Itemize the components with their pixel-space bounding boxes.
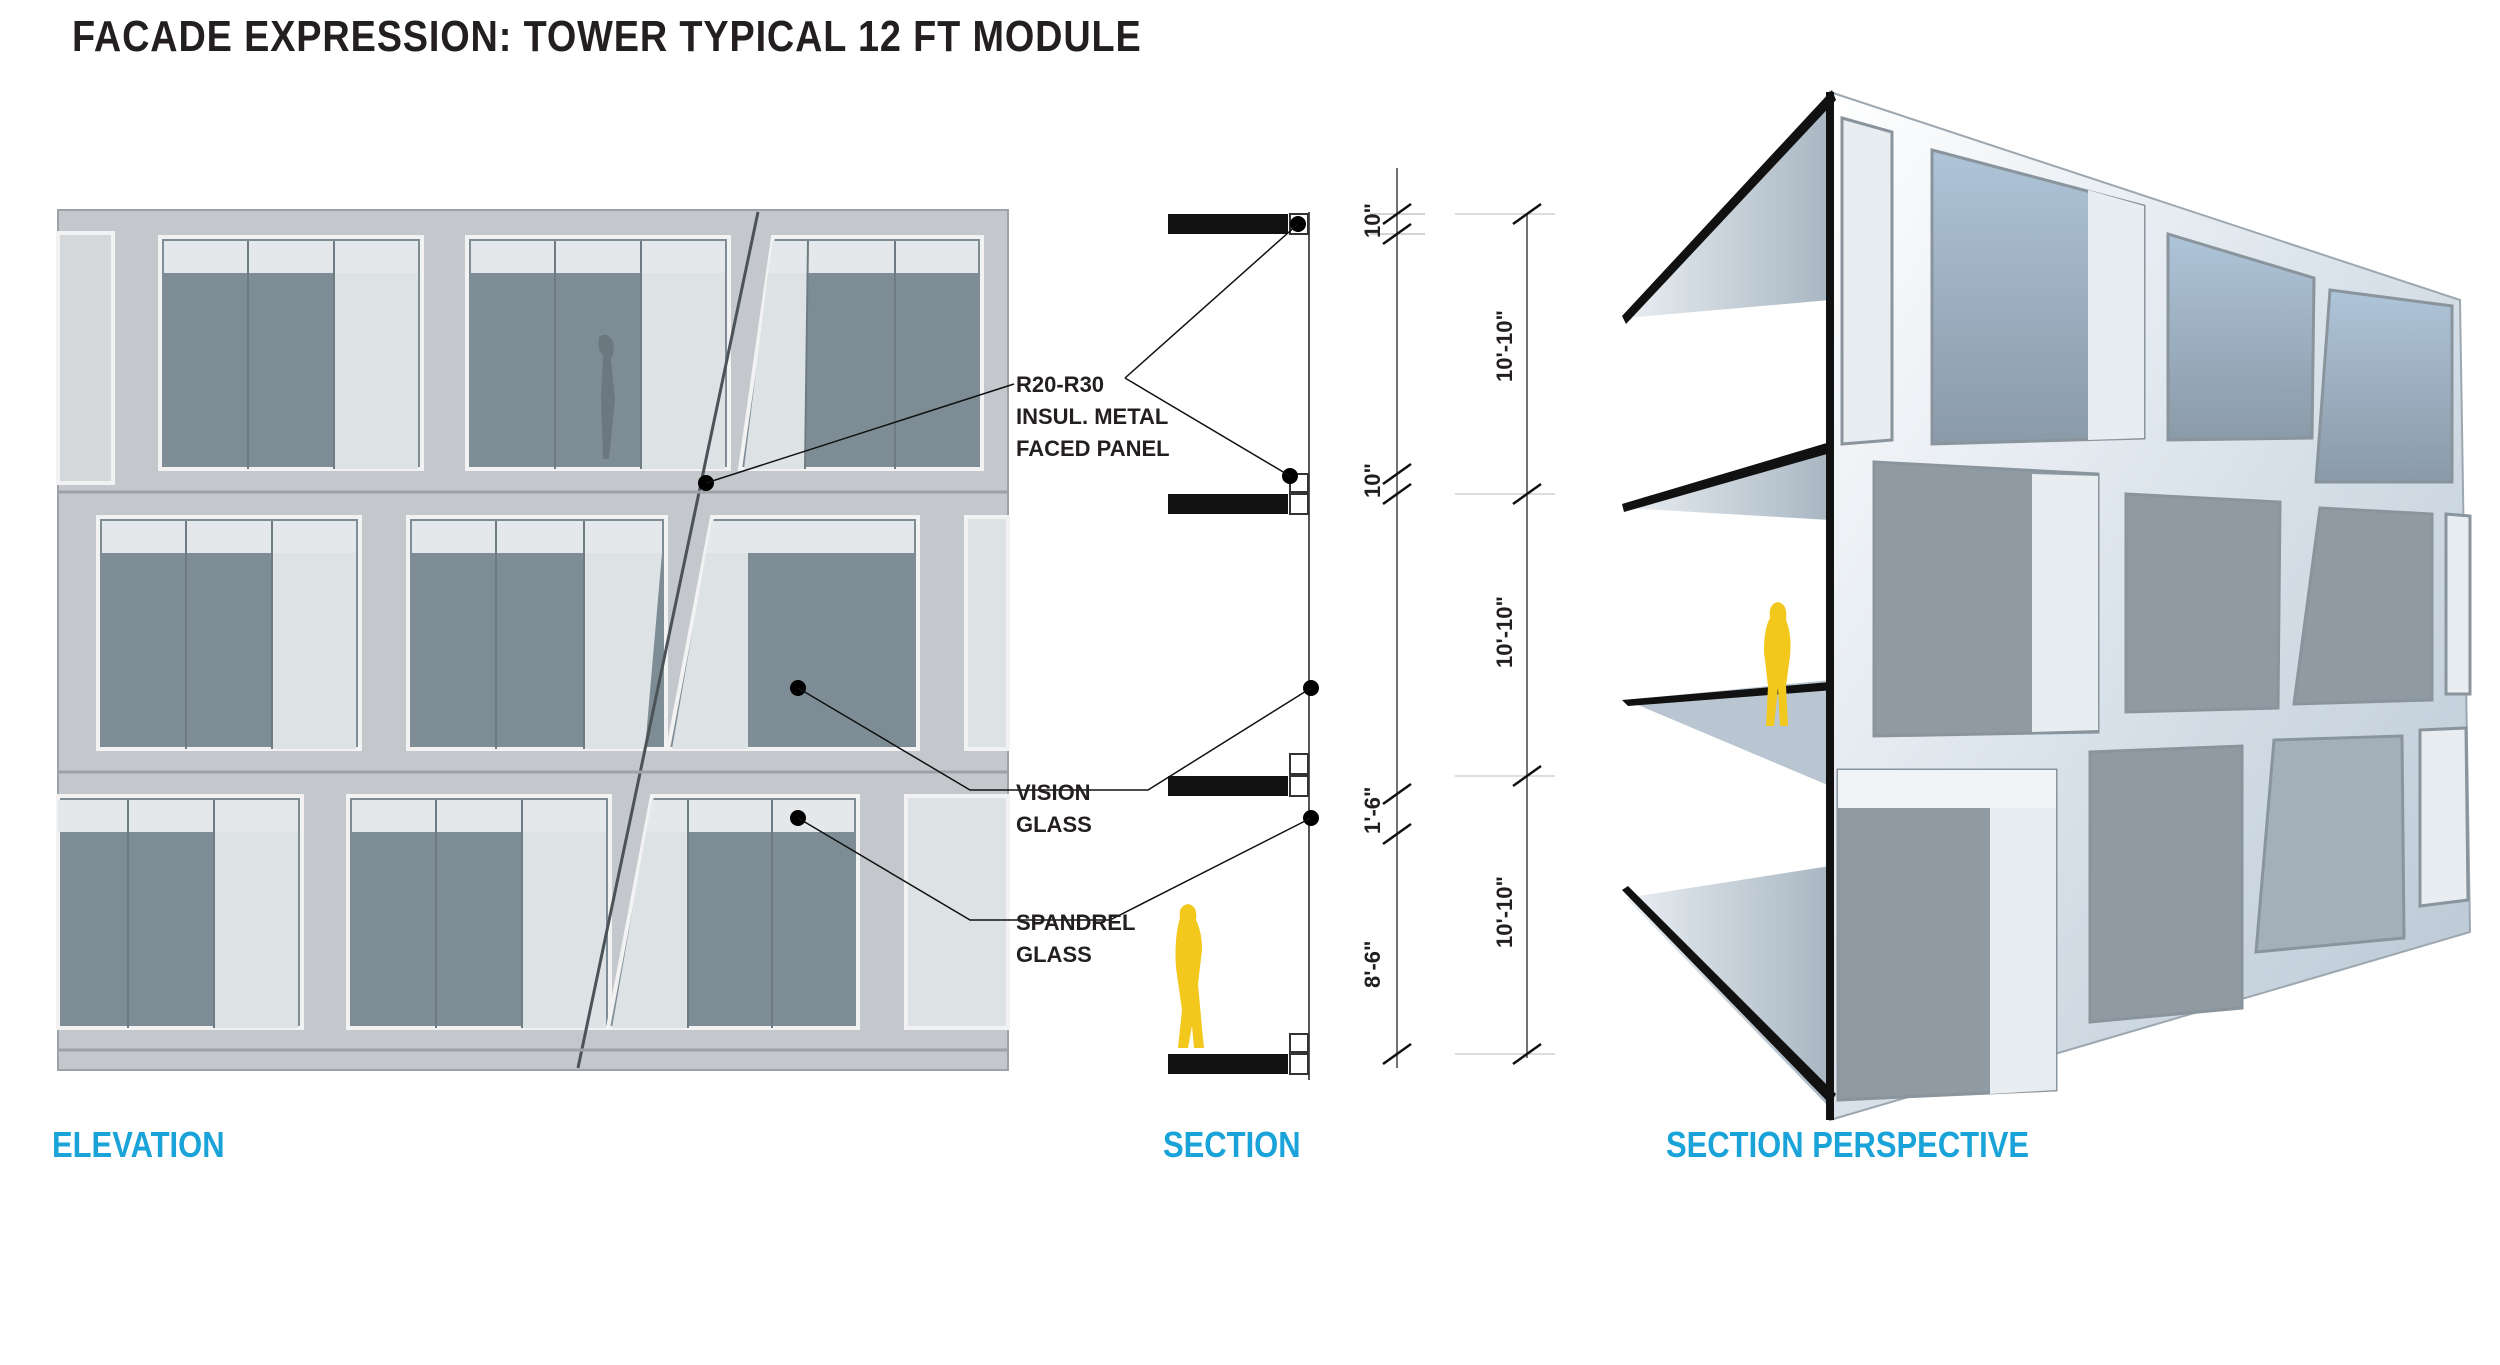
callout-vision-line-2: GLASS	[1016, 812, 1092, 837]
vision-glass-panel	[2292, 506, 2434, 706]
spandrel-glass-panel	[706, 521, 914, 553]
spandrel-glass-panel	[471, 241, 725, 273]
dim-floor-3: 10'-10"	[1492, 876, 1517, 948]
caption-section-perspective: SECTION PERSPECTIVE	[1666, 1124, 2030, 1165]
facade-joint-line	[576, 211, 760, 1069]
callout-panel-line-3: FACED PANEL	[1016, 436, 1170, 461]
elevation-drawing	[56, 209, 1010, 1071]
section-drawing: 10" 10" 1'-6" 8'-6" 10'-10" 10'-10" 10'-…	[705, 168, 1555, 1080]
callout-vision-line-1: VISION	[1016, 780, 1091, 805]
spandrel-glass-panel	[58, 800, 298, 832]
spandrel-glass-panel	[964, 515, 1010, 751]
callout-panel-line-2: INSUL. METAL	[1016, 404, 1168, 429]
spandrel-glass-panel	[334, 273, 418, 469]
dim-floor-2: 10'-10"	[1492, 596, 1517, 668]
spandrel-glass-panel	[641, 273, 725, 469]
person-silhouette	[598, 334, 615, 459]
spandrel-glass-panel	[412, 521, 662, 553]
dim-sill: 1'-6"	[1360, 787, 1385, 834]
spandrel-glass-panel	[102, 521, 356, 553]
vision-glass-panel	[2166, 231, 2316, 442]
dim-head-height: 8'-6"	[1360, 941, 1385, 988]
floor-slab	[1168, 214, 1288, 234]
dim-floor-1: 10'-10"	[1492, 310, 1517, 382]
spandrel-glass-panel	[352, 800, 606, 832]
spandrel-glass-panel	[164, 241, 418, 273]
caption-section: SECTION	[1163, 1124, 1301, 1165]
spandrel-glass-panel	[768, 241, 978, 273]
person-figure	[1764, 602, 1791, 726]
vision-glass-panel	[2088, 744, 2244, 1024]
dim-slab-upper: 10"	[1360, 203, 1385, 238]
floor-slab	[1168, 1054, 1288, 1074]
spandrel-glass-panel	[612, 832, 688, 1028]
spandrel-glass-panel	[272, 553, 356, 749]
floor-slab	[1168, 494, 1288, 514]
dim-slab-lower: 10"	[1360, 463, 1385, 498]
spandrel-glass-panel	[672, 553, 748, 749]
callout-spandrel-line-2: GLASS	[1016, 942, 1092, 967]
vision-glass-panel	[2254, 734, 2406, 954]
spandrel-glass-panel	[214, 832, 298, 1028]
spandrel-glass-panel	[744, 273, 808, 469]
spandrel-glass-panel	[584, 553, 662, 749]
floor-slab	[1168, 776, 1288, 796]
caption-elevation: ELEVATION	[52, 1124, 225, 1165]
callout-panel-line-1: R20-R30	[1016, 372, 1104, 397]
vision-glass-panel	[2124, 492, 2282, 714]
diagram-title: FACADE EXPRESSION: TOWER TYPICAL 12 FT M…	[72, 12, 1142, 61]
person-figure	[1175, 904, 1204, 1048]
vision-glass-panel	[2314, 288, 2454, 484]
section-perspective-drawing	[1622, 90, 2472, 1122]
spandrel-glass-panel	[646, 800, 854, 832]
callout-spandrel-line-1: SPANDREL	[1016, 910, 1135, 935]
elevation-panel	[56, 231, 115, 485]
